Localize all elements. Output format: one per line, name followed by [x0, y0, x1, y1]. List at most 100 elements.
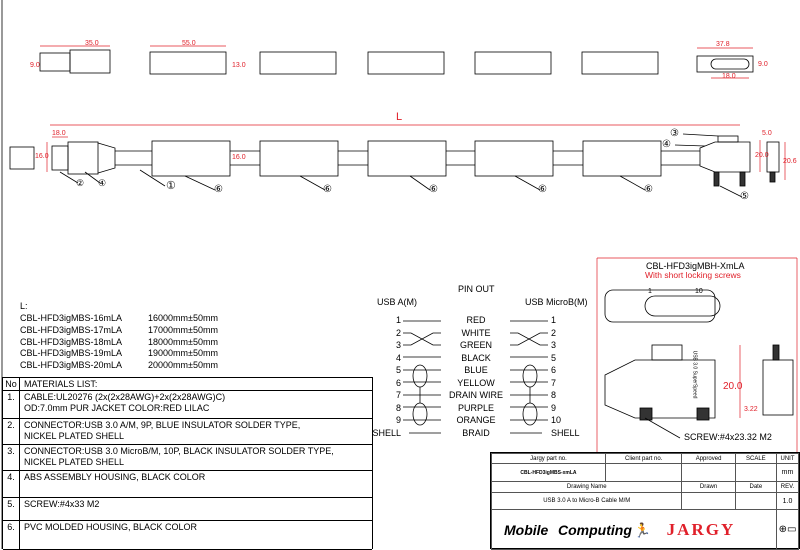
length-part: CBL-HFD3igMBS-19mLA	[20, 348, 123, 359]
length-value: 17000mm±50mm	[148, 324, 218, 335]
materials-item-line: CONNECTOR:USB 3.0 MicroB/M, 10P, BLACK I…	[24, 446, 334, 456]
microb-side-dim: 20.6	[783, 158, 797, 165]
materials-table: No MATERIALS LIST: 1. CABLE:UL20276 (2x(2x…	[2, 377, 373, 550]
pin-b: 10	[551, 415, 562, 425]
screw-length-dim: 3.22	[744, 406, 758, 413]
pin-wire-color: YELLOW	[457, 377, 495, 388]
length-value: 18000mm±50mm	[148, 336, 218, 347]
pin-a: 2	[395, 327, 401, 338]
logo-computing: Computing	[558, 521, 632, 538]
rev-value: 1.0	[775, 492, 800, 510]
callout-6: ⑥	[214, 184, 223, 195]
materials-item-line: PVC MOLDED HOUSING, BLACK COLOR	[24, 522, 198, 532]
pin-wire-color: BLUE	[464, 365, 488, 375]
pin-a: 4	[395, 352, 401, 363]
pinout-right-title: USB MicroB(M)	[525, 297, 588, 307]
unit-value: mm	[775, 463, 800, 482]
microb-pitch-dim: 18.0	[722, 73, 736, 80]
pin-b: 6	[551, 365, 557, 375]
materials-row: 6. PVC MOLDED HOUSING, BLACK COLOR	[3, 521, 372, 550]
callout-5: ⑤	[740, 191, 749, 202]
materials-item-no: 5.	[3, 498, 20, 520]
runner-icon: 🏃	[633, 521, 651, 538]
pin-b: 1	[551, 315, 557, 325]
pin-a: SHELL	[372, 427, 401, 438]
callout-2: ②	[76, 178, 85, 188]
pin-b: 9	[551, 402, 557, 413]
pin-a: 3	[395, 340, 401, 350]
pin-wire-color: RED	[466, 315, 486, 325]
ferrite-top-views	[149, 51, 659, 75]
usb-a-length-dim: 35.0	[85, 40, 99, 47]
pin-wire-color: WHITE	[461, 327, 491, 338]
pin10-label: 10	[695, 288, 703, 295]
materials-item-no: 6.	[3, 521, 20, 549]
housing-label: USB 3.0 SuperSpeed	[691, 350, 698, 399]
materials-item-line: SCREW:#4x33 M2	[24, 499, 100, 509]
materials-item-no: 3.	[3, 445, 20, 470]
pin-wire-color: GREEN	[459, 340, 492, 350]
microb-height-dim: 9.0	[758, 61, 768, 68]
materials-header: MATERIALS LIST:	[24, 379, 98, 389]
callout-4: ④	[98, 178, 107, 188]
pin-wire-color: ORANGE	[456, 415, 496, 425]
pin-wire-color: PURPLE	[457, 402, 494, 413]
pinout-title: PIN OUT	[458, 284, 495, 294]
callout-6: ⑥	[644, 184, 653, 195]
scale-header: SCALE	[734, 453, 777, 464]
pin-a: 9	[395, 415, 401, 425]
materials-item-line: CONNECTOR:USB 3.0 A/M, 9P, BLUE INSULATO…	[24, 420, 301, 430]
length-part: CBL-HFD3igMBS-16mLA	[20, 313, 123, 323]
length-part: CBL-HFD3igMBS-20mLA	[20, 360, 123, 371]
pinout-wires	[403, 320, 548, 434]
pin-wire-color: BLACK	[461, 352, 491, 363]
pin-wire-color: DRAIN WIRE	[449, 390, 503, 400]
length-list-label: L:	[20, 301, 28, 311]
pin-a: 6	[395, 377, 401, 388]
materials-item-no: 1.	[3, 391, 20, 418]
usb-a-height-side-dim: 16.0	[35, 153, 49, 160]
pin-a: 1	[395, 315, 401, 325]
callout-6: ⑥	[323, 184, 332, 195]
approved-header: Approved	[681, 453, 736, 464]
logo-jargy: JARGY	[666, 519, 736, 539]
length-value: 20000mm±50mm	[148, 360, 218, 371]
detail-subtitle: With short locking screws	[645, 270, 741, 280]
materials-row: 1. CABLE:UL20276 (2x(2x28AWG)+2x(2x28AWG)…	[3, 391, 372, 419]
callout-6: ⑥	[429, 184, 438, 195]
detail-title: CBL-HFD3igMBH-XmLA	[646, 261, 745, 271]
materials-item-no: 2.	[3, 419, 20, 444]
pin-b: SHELL	[551, 427, 580, 438]
drawing-name-value: USB 3.0 A to Micro-B Cable M/M	[490, 492, 683, 510]
pinout-left-title: USB A(M)	[377, 297, 418, 307]
client-part-header: Client part no.	[604, 453, 683, 464]
pin-b: 8	[551, 390, 557, 400]
materials-row: 3. CONNECTOR:USB 3.0 MicroB/M, 10P, BLACK…	[3, 445, 372, 471]
materials-no-header: No	[3, 378, 20, 390]
detail-height-dim: 20.0	[723, 381, 743, 392]
length-part: CBL-HFD3igMBS-18mLA	[20, 336, 123, 347]
pin-a: 5	[395, 365, 401, 375]
ferrite-length-dim: 55.0	[182, 40, 196, 47]
logo-mobile: Mobile	[504, 521, 549, 538]
materials-item-line: ABS ASSEMBLY HOUSING, BLACK COLOR	[24, 472, 206, 482]
callout-3: ③	[670, 128, 679, 139]
usb-a-height-dim: 9.0	[30, 62, 40, 69]
materials-row: 5. SCREW:#4x33 M2	[3, 498, 372, 521]
callout-4b: ④	[662, 139, 671, 150]
materials-item-no: 4.	[3, 471, 20, 497]
materials-item-line: NICKEL PLATED SHELL	[24, 457, 125, 467]
usb-a-offset-dim: 18.0	[52, 130, 66, 137]
materials-item-line: CABLE:UL20276 (2x(2x28AWG)+2x(2x28AWG)C)	[24, 392, 226, 402]
materials-item-line: NICKEL PLATED SHELL	[24, 431, 125, 441]
ferrite-dia-dim: 16.0	[232, 154, 246, 161]
length-label: L	[396, 111, 403, 123]
pin1-label: 1	[648, 288, 652, 295]
materials-item-line: OD:7.0mm PUR JACKET COLOR:RED LILAC	[24, 403, 210, 413]
callout-6: ⑥	[538, 184, 547, 195]
pin-b: 2	[551, 327, 557, 338]
projection-symbol-icon: ⊕▭	[775, 509, 800, 550]
microb-top-dim: 5.0	[762, 130, 772, 137]
